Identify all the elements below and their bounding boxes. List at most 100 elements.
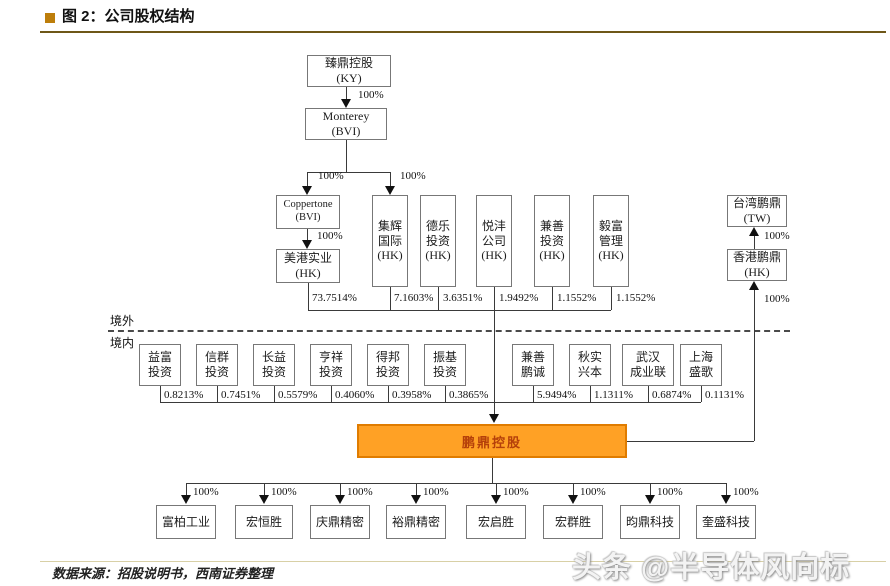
connector-line — [186, 483, 187, 495]
connector-line — [552, 287, 553, 310]
connector-line — [307, 229, 308, 240]
ownership-pct: 1.1552% — [616, 292, 656, 304]
ownership-pct: 100% — [400, 170, 426, 182]
entity-dele-hk: 德乐 投资 (HK) — [420, 195, 456, 287]
entity-name: 悦沣 公司 — [481, 219, 506, 248]
connector-line — [627, 441, 754, 442]
connector-line — [611, 287, 612, 310]
connector-line — [590, 386, 591, 402]
entity-name: 长益 投资 — [261, 350, 286, 379]
entity-region: (HK) — [744, 265, 770, 279]
ownership-pct: 100% — [733, 486, 759, 498]
entity-name: 昀鼎科技 — [625, 514, 674, 529]
ownership-pct: 0.6874% — [652, 389, 692, 401]
entity-name: 台湾鹏鼎 — [732, 196, 781, 211]
entity-monterey-bvi: Monterey (BVI) — [305, 108, 387, 140]
entity-region: (KY) — [336, 71, 362, 85]
entity-region: (HK) — [377, 248, 403, 263]
arrow-down-icon — [259, 495, 269, 504]
entity-region: (HK) — [539, 248, 565, 263]
entity-fubo-industry: 富柏工业 — [156, 505, 216, 539]
entity-debang: 得邦 投资 — [367, 344, 409, 386]
entity-hongqunsheng: 宏群胜 — [543, 505, 603, 539]
entity-name: 德乐 投资 — [425, 219, 450, 248]
connector-line — [160, 402, 701, 403]
arrow-up-icon — [749, 281, 759, 290]
arrow-down-icon — [411, 495, 421, 504]
ownership-pct: 100% — [764, 230, 790, 242]
entity-hongqisheng: 宏启胜 — [466, 505, 526, 539]
connector-line — [496, 483, 497, 495]
connector-line — [308, 283, 309, 310]
connector-line — [346, 140, 347, 172]
ownership-pct: 0.1131% — [705, 389, 745, 401]
entity-shanghai-shengge: 上海 盛歌 — [680, 344, 722, 386]
ownership-pct: 0.7451% — [221, 389, 261, 401]
connector-line — [307, 172, 308, 186]
ownership-pct: 100% — [317, 230, 343, 242]
entity-name: Monterey — [322, 109, 370, 124]
ownership-pct: 100% — [580, 486, 606, 498]
entity-name: 集辉 国际 — [377, 219, 402, 248]
arrow-down-icon — [489, 414, 499, 423]
connector-line — [340, 483, 341, 495]
arrow-down-icon — [491, 495, 501, 504]
arrow-down-icon — [302, 240, 312, 249]
entity-region: (TW) — [743, 211, 771, 225]
connector-line — [648, 386, 649, 402]
arrow-down-icon — [385, 186, 395, 195]
connector-line — [264, 483, 265, 495]
ownership-pct: 100% — [193, 486, 219, 498]
ownership-pct: 100% — [503, 486, 529, 498]
arrow-down-icon — [568, 495, 578, 504]
arrow-down-icon — [721, 495, 731, 504]
connector-line — [390, 172, 391, 186]
connector-line — [160, 386, 161, 402]
ownership-pct: 100% — [347, 486, 373, 498]
ownership-pct: 100% — [271, 486, 297, 498]
entity-coppertone-bvi: Coppertone (BVI) — [276, 195, 340, 229]
entity-name: 兼善 鹏诚 — [520, 350, 545, 379]
entity-name: 得邦 投资 — [375, 350, 400, 379]
connector-line — [492, 458, 493, 483]
entity-name: 鹏鼎控股 — [461, 434, 522, 450]
entity-name: 庆鼎精密 — [315, 514, 364, 529]
entity-taiwan-pengding: 台湾鹏鼎 (TW) — [727, 195, 787, 227]
entity-name: 兼善 投资 — [539, 219, 564, 248]
arrow-down-icon — [335, 495, 345, 504]
entity-yuefeng-hk: 悦沣 公司 (HK) — [476, 195, 512, 287]
ownership-pct: 0.5579% — [278, 389, 318, 401]
connector-line — [217, 386, 218, 402]
entity-yuding-precision: 裕鼎精密 — [386, 505, 446, 539]
entity-name: 富柏工业 — [161, 514, 210, 529]
entity-wuhan-chengyelian: 武汉 成业联 — [622, 344, 674, 386]
ownership-pct: 7.1603% — [394, 292, 434, 304]
connector-line — [445, 386, 446, 402]
entity-name: 振基 投资 — [432, 350, 457, 379]
arrow-down-icon — [645, 495, 655, 504]
connector-line — [390, 287, 391, 310]
entity-hengxiang: 亨祥 投资 — [310, 344, 352, 386]
entity-yifu-hk: 毅富 管理 (HK) — [593, 195, 629, 287]
entity-hongkong-pengding: 香港鹏鼎 (HK) — [727, 249, 787, 281]
ownership-pct: 100% — [423, 486, 449, 498]
entity-name: 美港实业 — [283, 251, 332, 266]
connector-line — [346, 87, 347, 99]
border-dashed-line — [108, 330, 790, 332]
connector-line — [438, 287, 439, 310]
ownership-pct: 73.7514% — [312, 292, 357, 304]
connector-line — [416, 483, 417, 495]
ownership-pct: 0.3958% — [392, 389, 432, 401]
entity-zhenji: 振基 投资 — [424, 344, 466, 386]
entity-region: (HK) — [481, 248, 507, 263]
connector-line — [650, 483, 651, 495]
entity-xinqun: 信群 投资 — [196, 344, 238, 386]
connector-line — [754, 290, 755, 441]
entity-name: 香港鹏鼎 — [732, 250, 781, 265]
entity-name: 益富 投资 — [147, 350, 172, 379]
connector-line — [388, 386, 389, 402]
entity-jianshan-hk: 兼善 投资 (HK) — [534, 195, 570, 287]
ownership-pct: 100% — [657, 486, 683, 498]
connector-line — [754, 236, 755, 249]
